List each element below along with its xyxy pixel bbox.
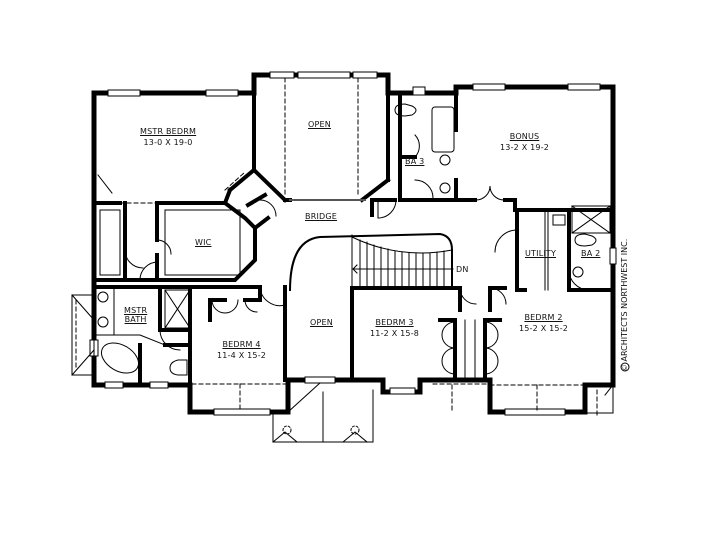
windows [89,71,617,416]
room-dim: 11-4 X 15-2 [217,351,267,360]
room-name: BEDRM 2 [524,313,563,322]
copyright-icon [620,362,630,372]
room-open-mid: OPEN [310,318,333,327]
room-mstr-bedrm: MSTR BEDRM 13-0 X 19-0 [140,127,196,147]
room-name: OPEN [310,318,333,327]
room-name: OPEN [308,120,331,129]
room-dim: 13-2 X 19-2 [500,143,550,152]
room-dim: 11-2 X 15-8 [370,329,420,338]
room-name: UTILITY [525,249,557,258]
room-ba2: BA 2 [581,249,600,258]
room-bonus: BONUS 13-2 X 19-2 [500,132,549,152]
dashed-lines [75,77,598,416]
room-dim: 15-2 X 15-2 [519,324,569,333]
room-name: MSTR BEDRM [140,127,197,136]
room-name: BONUS [509,132,540,141]
room-open-top: OPEN [308,120,331,129]
room-wic: WIC [195,238,211,247]
room-name: MSTR [124,306,148,315]
room-name: BRIDGE [305,212,338,221]
copyright-text: © ARCHITECTS NORTHWEST INC. [620,238,629,372]
room-name: BEDRM 4 [222,340,261,349]
room-bedrm4: BEDRM 4 11-4 X 15-2 [217,340,266,360]
room-mstr-bath: MSTR BATH [124,306,147,324]
room-utility: UTILITY [525,249,556,258]
fixtures [93,103,611,381]
room-bridge: BRIDGE [305,212,337,221]
room-name: BEDRM 3 [375,318,414,327]
staircase [288,232,454,292]
room-name: WIC [195,238,212,247]
room-dim: 13-0 X 19-0 [143,138,193,147]
room-name: BA 2 [581,249,601,258]
room-name-2: BATH [124,315,147,324]
room-ba3: BA 3 [405,157,424,166]
dn-text: DN [456,265,469,274]
door-swings [97,134,590,375]
room-bedrm2: BEDRM 2 15-2 X 15-2 [519,313,568,333]
front-porch [272,382,374,443]
right-bay [584,384,614,414]
room-name: BA 3 [405,157,425,166]
bath-bay [71,294,95,376]
room-bedrm3: BEDRM 3 11-2 X 15-8 [370,318,419,338]
stair-dn-label: DN [456,265,469,274]
